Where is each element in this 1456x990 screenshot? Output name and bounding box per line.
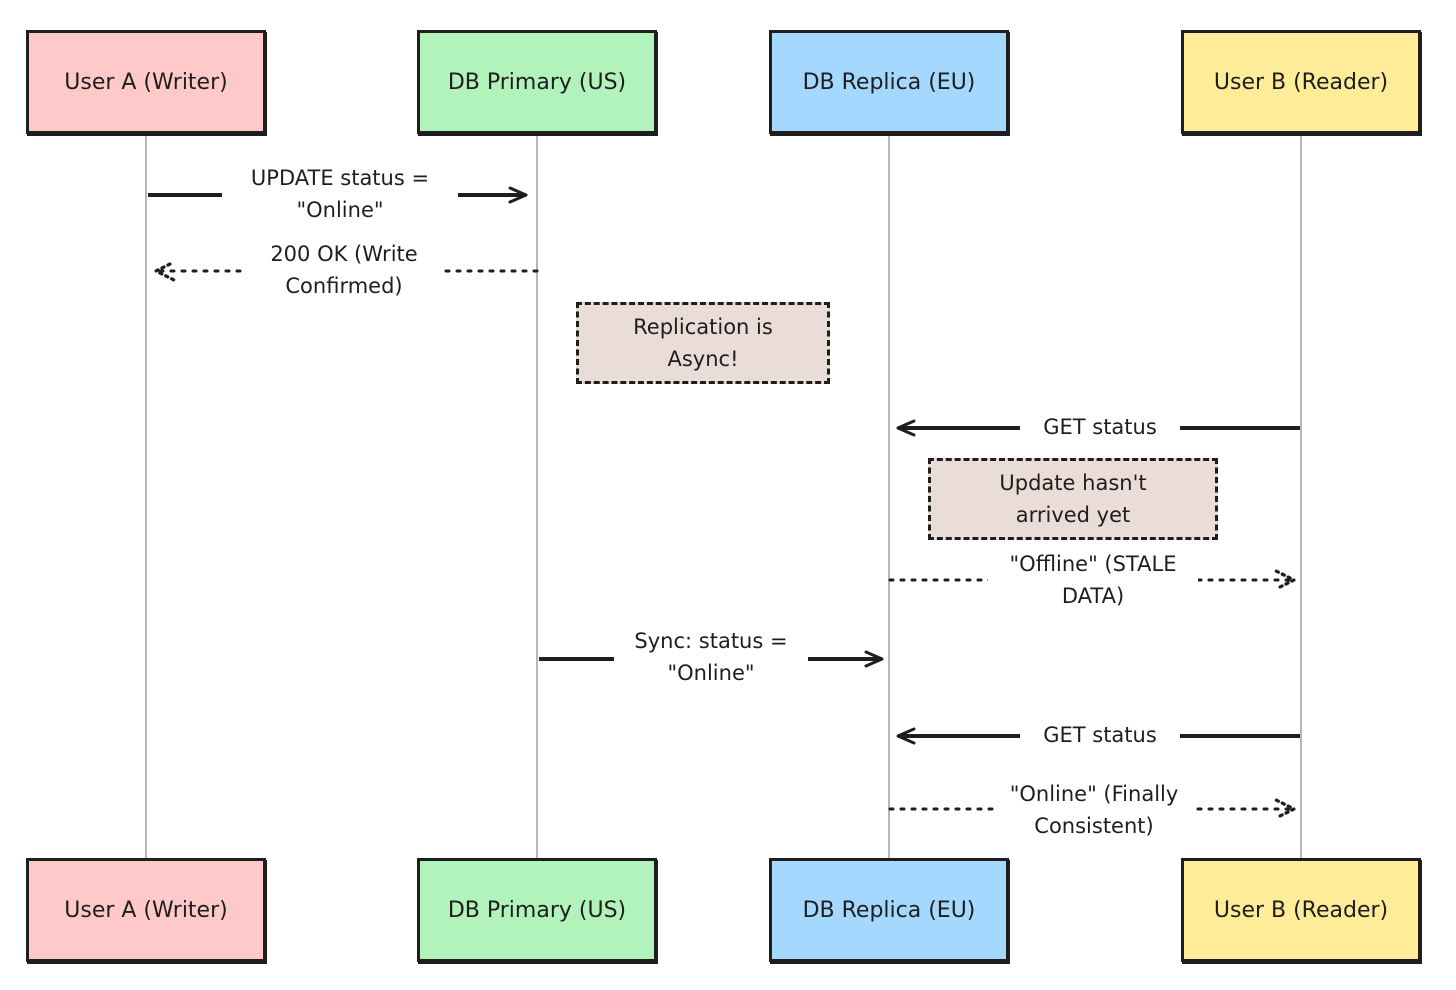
- participant-label: DB Replica (EU): [802, 69, 976, 95]
- note-replication-async: Replication is Async!: [576, 302, 830, 384]
- participant-label: DB Primary (US): [447, 69, 627, 95]
- message-label-online: "Online" (Finally Consistent): [996, 778, 1192, 842]
- participant-db-replica-top: DB Replica (EU): [769, 30, 1009, 134]
- participant-label: DB Primary (US): [447, 897, 627, 923]
- participant-db-primary-bottom: DB Primary (US): [417, 858, 657, 962]
- message-label-200-ok: 200 OK (Write Confirmed): [246, 238, 442, 302]
- message-label-update: UPDATE status = "Online": [222, 162, 458, 226]
- message-label-get-status-2: GET status: [1020, 719, 1180, 751]
- message-label-sync: Sync: status = "Online": [614, 625, 808, 689]
- message-label-get-status-1: GET status: [1020, 411, 1180, 443]
- participant-user-a-bottom: User A (Writer): [26, 858, 266, 962]
- participant-user-a-top: User A (Writer): [26, 30, 266, 134]
- participant-label: User B (Reader): [1213, 69, 1389, 95]
- participant-label: User A (Writer): [64, 69, 228, 95]
- note-text: Replication is Async!: [633, 315, 773, 371]
- participant-label: User A (Writer): [64, 897, 228, 923]
- participant-label: DB Replica (EU): [802, 897, 976, 923]
- participant-user-b-top: User B (Reader): [1181, 30, 1421, 134]
- participant-db-replica-bottom: DB Replica (EU): [769, 858, 1009, 962]
- participant-db-primary-top: DB Primary (US): [417, 30, 657, 134]
- participant-label: User B (Reader): [1213, 897, 1389, 923]
- message-label-offline: "Offline" (STALE DATA): [988, 548, 1198, 612]
- note-text: Update hasn't arrived yet: [999, 471, 1147, 527]
- note-update-not-arrived: Update hasn't arrived yet: [928, 458, 1218, 540]
- participant-user-b-bottom: User B (Reader): [1181, 858, 1421, 962]
